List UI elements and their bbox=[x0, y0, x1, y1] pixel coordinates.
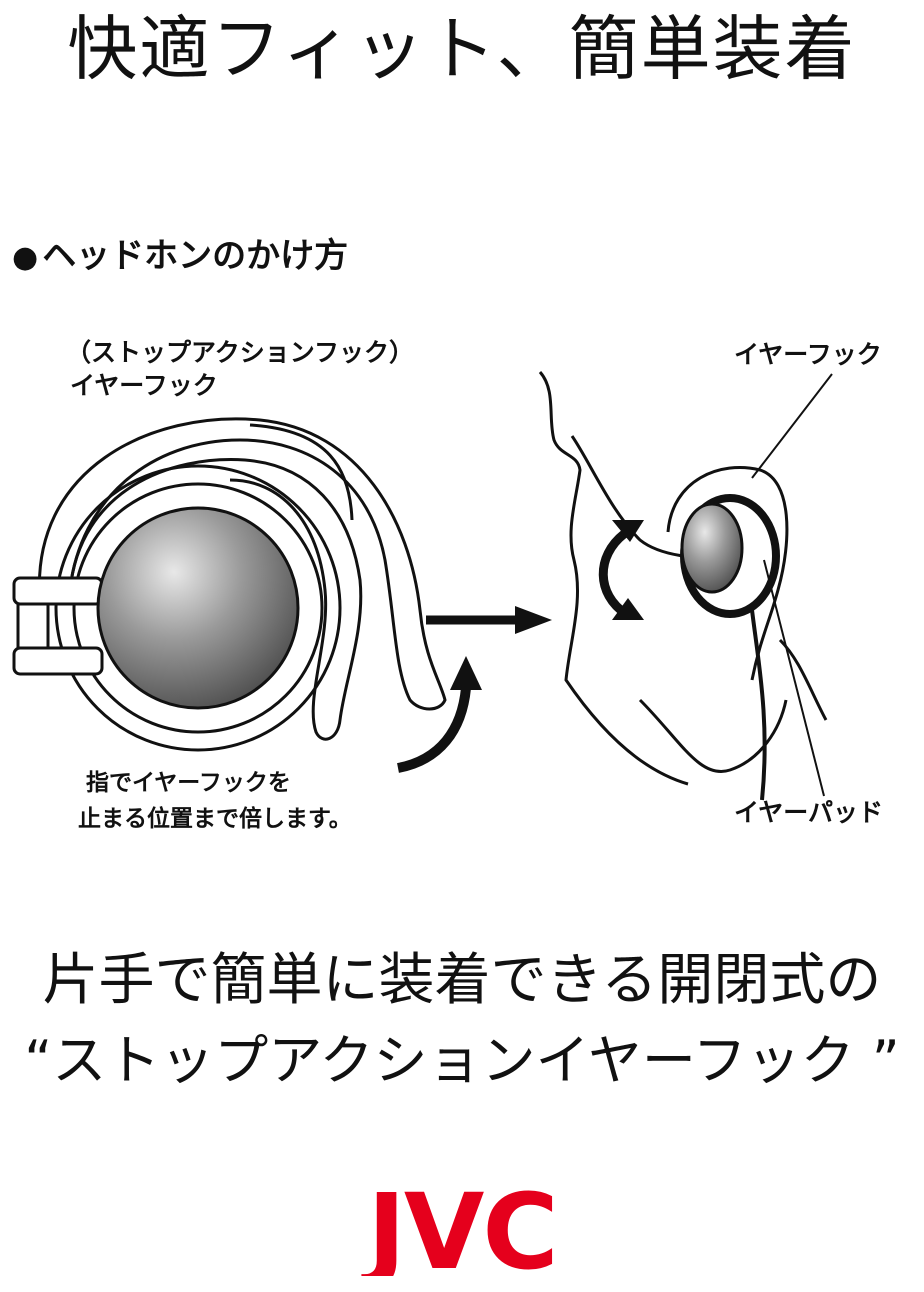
section-title: ヘッドホンのかけ方 bbox=[42, 236, 349, 276]
left-caption-line2: イヤーフック bbox=[70, 371, 218, 400]
right-arrow-icon bbox=[426, 606, 552, 634]
tagline-line2: “ストップアクションイヤーフック ” bbox=[24, 1029, 900, 1092]
ear-hook-label: イヤーフック bbox=[734, 340, 882, 369]
ear-pad-label: イヤーパッド bbox=[734, 798, 884, 827]
left-caption-line1: （ストップアクションフック） bbox=[66, 338, 415, 367]
head-profile-icon bbox=[538, 371, 828, 786]
ear-pad-icon bbox=[96, 506, 300, 710]
rotate-arrow-icon bbox=[598, 520, 644, 620]
jvc-logo-mark: JVC bbox=[361, 1180, 559, 1276]
bullet-icon: ● bbox=[12, 240, 39, 275]
worn-headphone-icon bbox=[666, 466, 789, 801]
page-title: 快適フィット、簡単装着 bbox=[67, 8, 857, 90]
instruction-line2: 止まる位置まで倍します。 bbox=[78, 806, 352, 832]
headphone-icon bbox=[12, 417, 447, 752]
hook-leader-line bbox=[751, 373, 833, 479]
section-heading: ●ヘッドホンのかけ方 bbox=[12, 228, 348, 277]
jvc-logo-text: JVC bbox=[361, 1180, 557, 1276]
tagline-line1: 片手で簡単に装着できる開閉式の bbox=[42, 948, 882, 1013]
jvc-logo: JVC bbox=[0, 1180, 924, 1280]
curved-arrow-icon bbox=[396, 656, 482, 773]
fitting-illustration bbox=[12, 371, 833, 801]
instruction-line1: 指でイヤーフックを bbox=[86, 770, 291, 796]
pad-leader-line bbox=[763, 559, 825, 797]
